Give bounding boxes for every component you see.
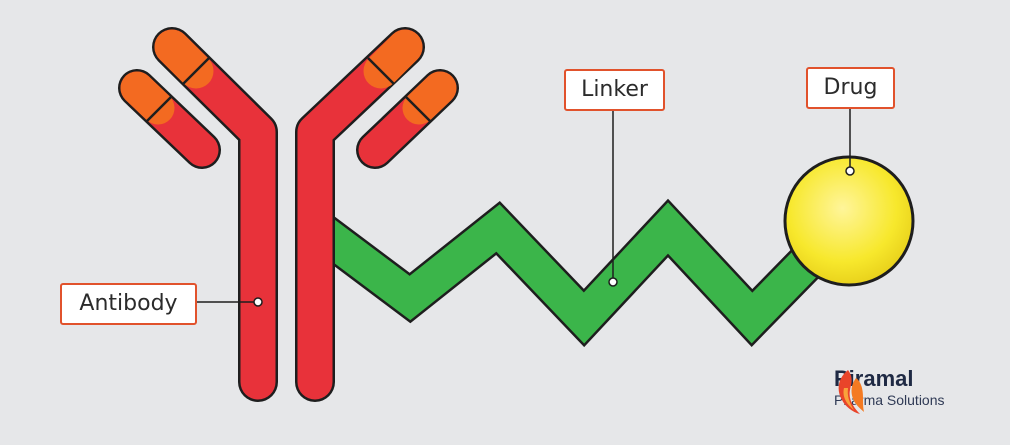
antibody-leader-dot bbox=[253, 297, 263, 307]
drug-label: Drug bbox=[806, 67, 895, 109]
drug-molecule bbox=[783, 155, 915, 287]
antibody-light-chain-right bbox=[356, 69, 459, 169]
linker-label: Linker bbox=[564, 69, 665, 111]
flame-logo-icon bbox=[838, 370, 864, 414]
antibody-light-chain-left bbox=[118, 69, 221, 169]
antibody-heavy-chain-left bbox=[152, 27, 278, 402]
antibody-molecule bbox=[118, 27, 459, 402]
antibody-label: Antibody bbox=[60, 283, 197, 325]
linker-leader-dot bbox=[608, 277, 618, 287]
leader-lines bbox=[197, 109, 855, 307]
piramal-logo: Piramal Pharma Solutions bbox=[834, 368, 945, 414]
antibody-heavy-chain-right bbox=[295, 27, 425, 402]
linker-chain bbox=[310, 198, 853, 348]
drug-leader-dot bbox=[845, 166, 855, 176]
